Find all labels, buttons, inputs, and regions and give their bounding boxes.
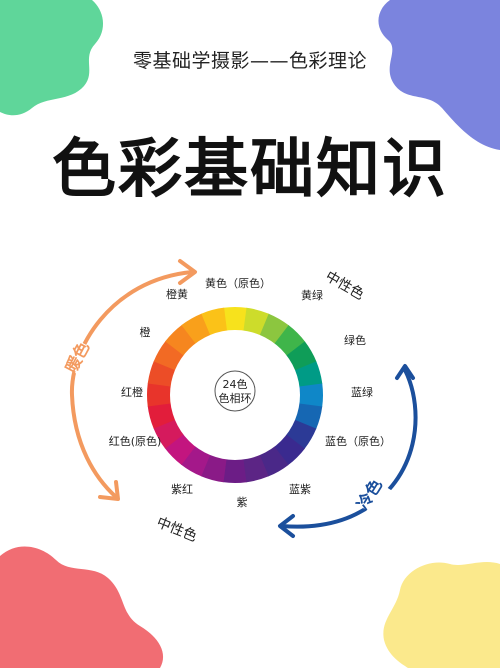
hue-segment <box>285 419 317 450</box>
cool-arrowhead-top <box>395 364 415 380</box>
hue-segment <box>259 445 289 477</box>
red-blob-shape <box>0 546 164 668</box>
hue-segment <box>242 454 269 483</box>
hue-segment <box>298 383 323 408</box>
hue-segment <box>181 313 211 345</box>
color-wheel-diagram: 24色 色相环 黄色（原色） 黄绿 绿色 蓝绿 蓝色（原色） 蓝紫 紫 紫红 红… <box>53 259 418 545</box>
hue-segment <box>147 402 176 429</box>
warm-arrowhead-top <box>178 259 197 285</box>
label-green: 绿色 <box>344 333 366 347</box>
hue-segment <box>153 419 185 449</box>
page-title: 色彩基础知识 <box>52 133 448 207</box>
label-red: 红色(原色) <box>109 434 162 448</box>
center-label-line2: 色相环 <box>219 391 252 405</box>
warm-arrowhead-bottom <box>98 480 120 501</box>
label-orange-yellow: 橙黄 <box>166 287 188 301</box>
label-purple: 紫 <box>237 496 248 509</box>
yellow-blob-shape <box>383 562 500 668</box>
warm-arrow-line <box>69 270 194 499</box>
hue-segment <box>259 313 290 345</box>
hue-segment <box>294 361 323 388</box>
label-blue-green: 蓝绿 <box>351 385 373 399</box>
label-yellow: 黄色（原色） <box>205 276 271 290</box>
yellow-blob-decoration <box>383 562 500 668</box>
hue-segment <box>273 325 306 357</box>
hue-segment <box>273 433 305 466</box>
red-blob-decoration <box>0 546 164 668</box>
green-blob-decoration <box>0 0 104 116</box>
hue-segment <box>147 382 172 407</box>
hue-segment <box>223 307 248 332</box>
hue-segment <box>180 445 211 477</box>
hue-segment <box>165 324 197 357</box>
hue-segment <box>222 458 247 484</box>
label-red-orange: 红橙 <box>121 385 143 399</box>
label-yellow-green: 黄绿 <box>301 288 323 302</box>
label-blue-purple: 蓝紫 <box>289 483 311 496</box>
hue-segment <box>153 340 185 371</box>
purple-blob-decoration <box>378 0 500 150</box>
cool-arrowhead-bottom <box>278 514 295 538</box>
label-purple-red: 紫红 <box>171 483 193 496</box>
label-orange: 橙 <box>140 325 151 339</box>
hue-segment <box>201 307 228 336</box>
cool-label-bg <box>345 471 394 518</box>
hue-ring <box>147 307 323 484</box>
page-subtitle: 零基础学摄影——色彩理论 <box>132 50 367 72</box>
green-blob-shape <box>0 0 104 116</box>
label-blue: 蓝色（原色） <box>325 434 391 448</box>
purple-blob-shape <box>378 0 500 150</box>
center-label-circle <box>214 370 256 412</box>
hue-segment <box>164 433 197 465</box>
center-label-line1: 24色 <box>223 377 248 391</box>
hue-segment <box>285 341 317 371</box>
neutral-label-bottom: 中性色 <box>154 514 199 545</box>
neutral-label-top: 中性色 <box>322 268 367 304</box>
warm-label-bg <box>53 334 101 380</box>
